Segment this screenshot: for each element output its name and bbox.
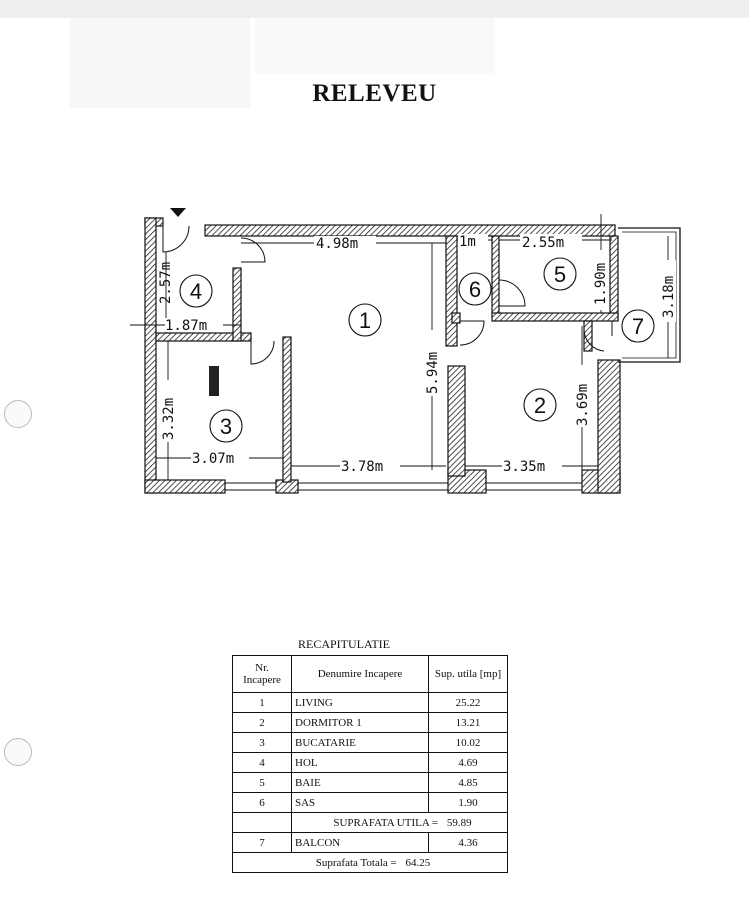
cell-sup: 10.02 — [428, 732, 508, 753]
cell-sup: 13.21 — [428, 712, 508, 733]
table-row: 1 LIVING 25.22 — [232, 692, 508, 713]
dim-369: 3.69m — [575, 384, 591, 426]
table-row: 2 DORMITOR 1 13.21 — [232, 712, 508, 733]
cell-sup: 25.22 — [428, 692, 508, 713]
recap-title: RECAPITULATIE — [298, 637, 390, 651]
cell-sup: 4.85 — [428, 772, 508, 793]
cell-nr: 2 — [232, 712, 292, 733]
summary-spacer — [232, 812, 292, 833]
punch-hole — [4, 400, 32, 428]
appliance — [209, 366, 219, 396]
walls — [144, 217, 621, 494]
room-number-4: 4 — [190, 279, 202, 304]
suprafata-utila-label: SUPRAFATA UTILA = — [333, 816, 439, 829]
cell-name: HOL — [291, 752, 429, 773]
suprafata-totala: Suprafata Totala = 64.25 — [232, 852, 508, 873]
scan-shade — [70, 18, 250, 108]
header-sup: Sup. utila [mp] — [428, 655, 508, 693]
recap-header-row: Nr. Incapere Denumire Incapere Sup. util… — [232, 655, 508, 693]
cell-sup: 4.69 — [428, 752, 508, 773]
room-number-7: 7 — [632, 314, 644, 339]
recap-table: Nr. Incapere Denumire Incapere Sup. util… — [232, 655, 508, 873]
room-markers — [179, 257, 655, 443]
windows — [225, 482, 582, 491]
dim-378: 3.78m — [341, 459, 383, 475]
dim-187: 1.87m — [165, 318, 207, 334]
cell-name: LIVING — [291, 692, 429, 713]
room-number-6: 6 — [469, 277, 481, 302]
dim-255: 2.55m — [522, 235, 564, 251]
room-number-2: 2 — [534, 393, 546, 418]
suprafata-totala-row: Suprafata Totala = 64.25 — [232, 852, 508, 873]
suprafata-utila: SUPRAFATA UTILA = 59.89 — [291, 812, 508, 833]
door-swings — [162, 225, 613, 365]
cell-nr: 3 — [232, 732, 292, 753]
floor-plan: 4.98m 1m 2.55m 2.57m 1.87m 1.90m 3.18m 5… — [130, 208, 681, 494]
cell-name: BAIE — [291, 772, 429, 793]
dim-335: 3.35m — [503, 459, 545, 475]
cell-name: BUCATARIE — [291, 732, 429, 753]
dim-594: 5.94m — [425, 352, 441, 394]
cell-nr: 6 — [232, 792, 292, 813]
suprafata-utila-row: SUPRAFATA UTILA = 59.89 — [232, 812, 508, 833]
table-row: 3 BUCATARIE 10.02 — [232, 732, 508, 753]
table-row: 6 SAS 1.90 — [232, 792, 508, 813]
scan-shade-top — [0, 0, 749, 18]
dim-332: 3.32m — [161, 398, 177, 440]
dim-190: 1.90m — [593, 263, 609, 305]
punch-hole — [4, 738, 32, 766]
room-number-5: 5 — [554, 262, 566, 287]
table-row: 7 BALCON 4.36 — [232, 832, 508, 853]
cell-name: DORMITOR 1 — [291, 712, 429, 733]
document-title: RELEVEU — [312, 80, 437, 107]
cell-name: SAS — [291, 792, 429, 813]
cell-nr: 1 — [232, 692, 292, 713]
header-name: Denumire Incapere — [291, 655, 429, 693]
table-row: 4 HOL 4.69 — [232, 752, 508, 773]
dim-257: 2.57m — [158, 262, 174, 304]
cell-name: BALCON — [291, 832, 429, 853]
suprafata-totala-label: Suprafata Totala = — [315, 856, 397, 869]
cell-nr: 4 — [232, 752, 292, 773]
cell-nr: 7 — [232, 832, 292, 853]
cell-nr: 5 — [232, 772, 292, 793]
dimension-labels: 4.98m 1m 2.55m 2.57m 1.87m 1.90m 3.18m 5… — [158, 234, 677, 475]
suprafata-utila-value: 59.89 — [446, 816, 472, 829]
header-nr: Nr. Incapere — [232, 655, 292, 693]
dim-307: 3.07m — [192, 451, 234, 467]
dim-498: 4.98m — [316, 236, 358, 252]
scan-shade — [255, 18, 495, 73]
table-row: 5 BAIE 4.85 — [232, 772, 508, 793]
cell-sup: 1.90 — [428, 792, 508, 813]
dim-318: 3.18m — [661, 276, 677, 318]
entrance-marker-icon — [170, 208, 186, 217]
room-number-1: 1 — [359, 308, 371, 333]
dim-1m: 1m — [459, 234, 476, 250]
room-number-3: 3 — [220, 414, 232, 439]
cell-sup: 4.36 — [428, 832, 508, 853]
suprafata-totala-value: 64.25 — [405, 856, 431, 869]
